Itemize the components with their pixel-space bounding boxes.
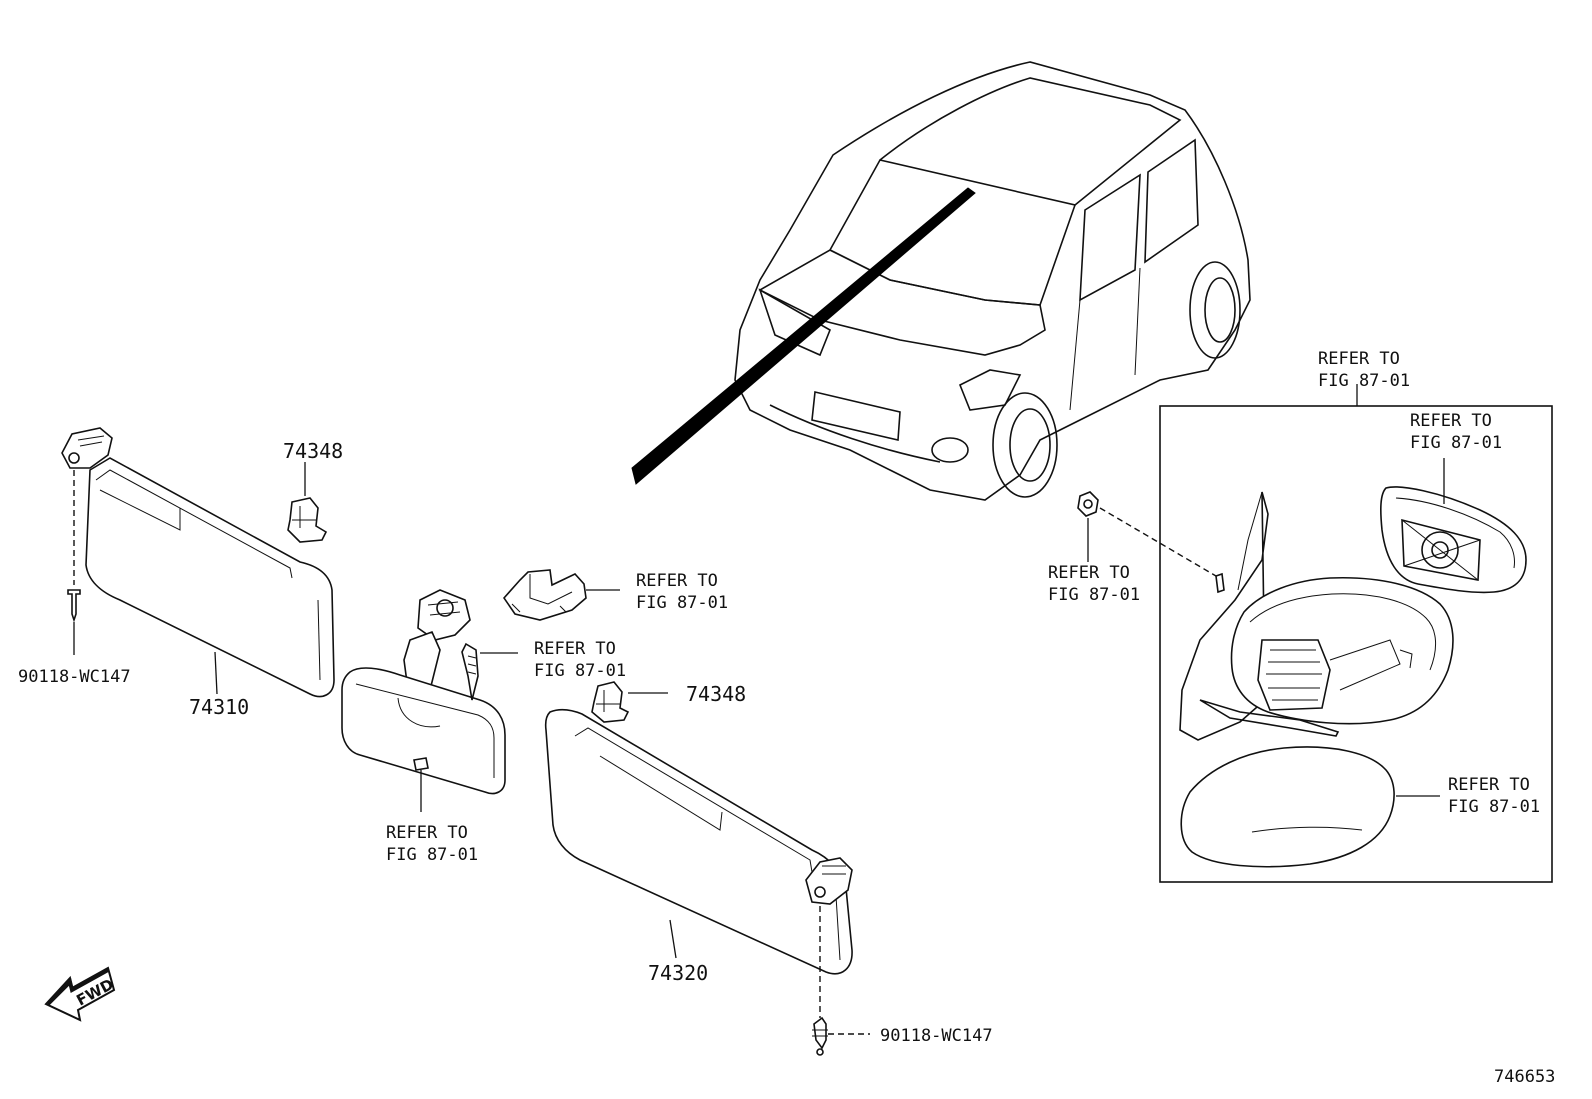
visor-holder-top: [287, 462, 328, 543]
fig-ref-mirror-cover: FIG 87-01: [636, 593, 728, 613]
part-number-74320: 74320: [648, 961, 708, 985]
part-number-74348-right: 74348: [686, 682, 746, 706]
part-number-74348-top: 74348: [283, 439, 343, 463]
part-number-90118-left: 90118-WC147: [18, 667, 131, 687]
refer-to-mirror-screw: REFER TO: [534, 639, 616, 659]
part-number-74310: 74310: [189, 695, 249, 719]
mirror-screw: [461, 642, 518, 701]
fig-ref-mirror-glass: FIG 87-01: [1410, 433, 1502, 453]
inner-rear-view-mirror: [341, 589, 506, 812]
sun-visor-rh: [544, 709, 853, 975]
screw-left: [67, 470, 81, 655]
illustration-number: 746653: [1494, 1067, 1555, 1087]
refer-to-mirror-cap: REFER TO: [1448, 775, 1530, 795]
fig-ref-outer-mirror: FIG 87-01: [1318, 371, 1410, 391]
screw-bottom: [812, 906, 870, 1056]
refer-to-mirror-cover: REFER TO: [636, 571, 718, 591]
fig-ref-nut: FIG 87-01: [1048, 585, 1140, 605]
outer-mirror-group: [1159, 384, 1553, 883]
part-number-90118-bottom: 90118-WC147: [880, 1026, 993, 1046]
fig-ref-mirror-switch: FIG 87-01: [386, 845, 478, 865]
mirror-nut: [1077, 491, 1217, 577]
fwd-arrow-icon: FWD: [44, 966, 117, 1022]
visor-holder-right: [591, 681, 668, 723]
fig-ref-mirror-cap: FIG 87-01: [1448, 797, 1540, 817]
refer-to-mirror-switch: REFER TO: [386, 823, 468, 843]
mirror-cover: [502, 569, 620, 621]
refer-to-outer-mirror: REFER TO: [1318, 349, 1400, 369]
fig-ref-mirror-screw: FIG 87-01: [534, 661, 626, 681]
sun-visor-lh: [61, 427, 335, 698]
refer-to-mirror-glass: REFER TO: [1410, 411, 1492, 431]
vehicle-illustration: [631, 61, 1251, 501]
refer-to-nut: REFER TO: [1048, 563, 1130, 583]
